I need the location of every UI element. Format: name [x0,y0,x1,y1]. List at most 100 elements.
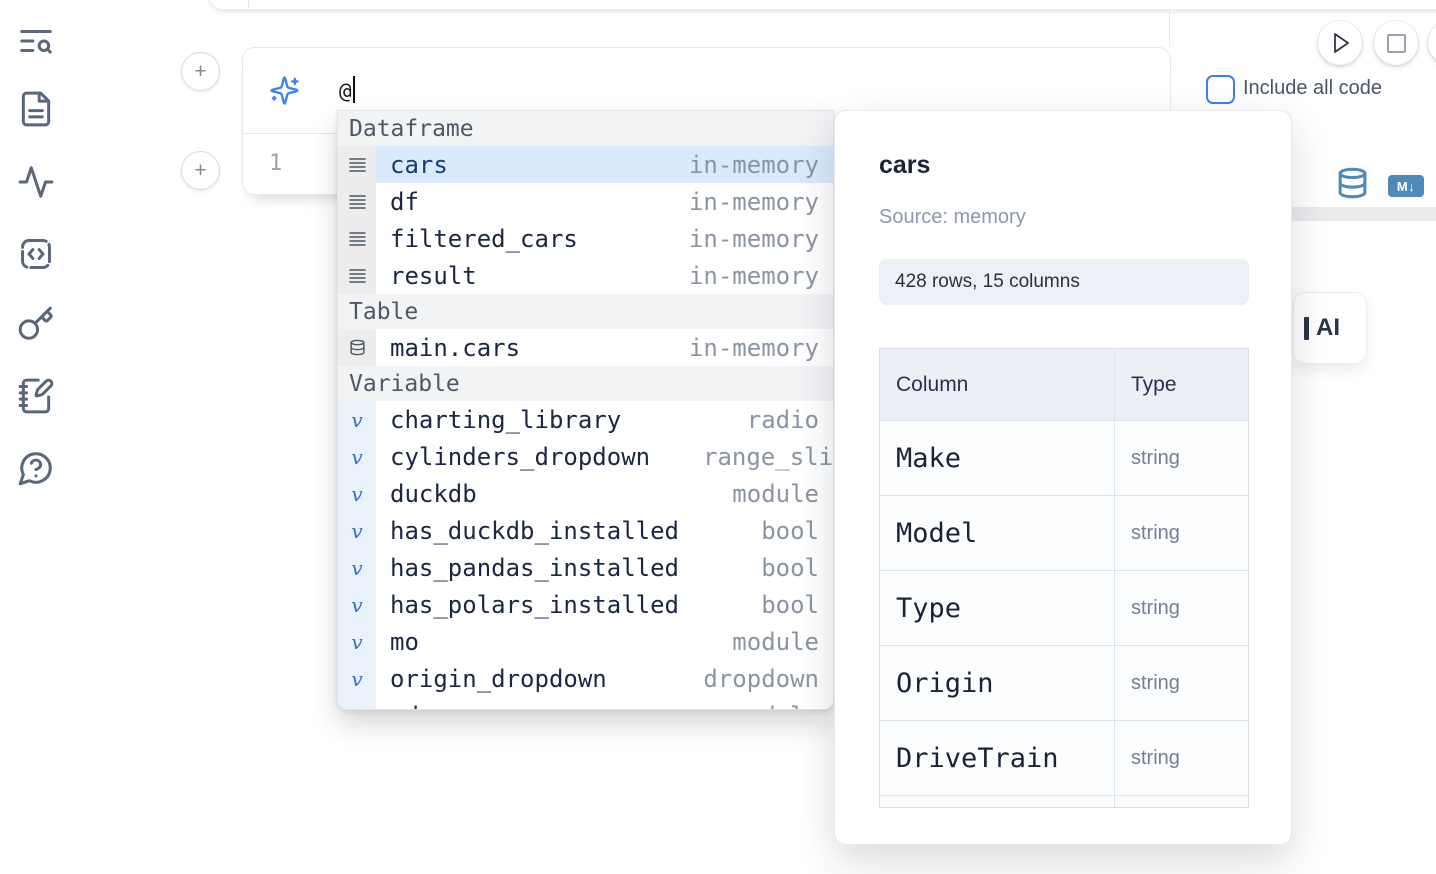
previous-cell-divider [248,0,249,8]
section-header-table: Table [338,294,833,329]
variable-icon: v [338,697,376,709]
autocomplete-item-has-pandas-installed[interactable]: v has_pandas_installed bool [338,549,833,586]
add-cell-above-button[interactable]: + [181,52,220,91]
dataframe-icon [338,257,376,294]
text-search-icon[interactable] [17,22,55,60]
item-name: result [390,261,477,290]
preview-title: cars [879,151,931,179]
include-all-code-checkbox[interactable] [1206,75,1235,104]
sparkles-icon [269,75,300,106]
autocomplete-item-cars[interactable]: cars in-memory [338,146,833,183]
item-type: dropdown [703,664,819,693]
variable-icon: v [338,401,376,438]
table-row-clipped [880,795,1248,807]
item-type: in-memory [688,150,819,179]
run-cell-button[interactable] [1318,21,1362,65]
autocomplete-item-has-polars-installed[interactable]: v has_polars_installed bool [338,586,833,623]
item-name: has_polars_installed [390,590,679,619]
item-type: radio [746,405,819,434]
column-header: Column [896,372,969,396]
column-name: DriveTrain [896,742,1059,774]
autocomplete-item-result[interactable]: result in-memory [338,257,833,294]
play-icon [1334,33,1349,53]
database-icon[interactable] [1336,165,1369,201]
autocomplete-item-filtered-cars[interactable]: filtered_cars in-memory [338,220,833,257]
item-name: has_pandas_installed [390,553,679,582]
item-type: module [732,702,833,710]
column-type: string [1131,521,1180,544]
help-chat-icon[interactable] [17,449,55,487]
ai-prompt-input[interactable]: @ [339,76,355,103]
preview-source: Source: memory [879,206,1026,228]
add-cell-below-button[interactable]: + [181,151,220,190]
more-actions-button[interactable] [1428,21,1436,65]
item-type: range_slider [703,442,833,471]
autocomplete-popup: Dataframe cars in-memory df in-memory fi… [337,110,834,710]
column-name: Origin [896,667,994,699]
notebook-pen-icon[interactable] [17,377,55,415]
item-name: has_duckdb_installed [390,516,679,545]
item-name: df [390,187,419,216]
item-name: origin_dropdown [390,664,607,693]
activity-icon[interactable] [17,163,55,201]
dataframe-icon [338,183,376,220]
table-database-icon [338,329,376,366]
item-name: mo [390,627,419,656]
variable-icon: v [338,660,376,697]
variable-icon: v [338,475,376,512]
autocomplete-item-mo[interactable]: v mo module [338,623,833,660]
autocomplete-item-clipped[interactable]: v pd module [338,697,833,710]
item-type: bool [761,590,819,619]
cell-footer-band [1292,207,1436,221]
variable-icon: v [338,549,376,586]
item-type: module [732,627,819,656]
key-icon[interactable] [17,305,55,343]
column-name: Type [896,592,962,624]
line-number: 1 [269,151,283,176]
item-type: bool [761,516,819,545]
table-header-row: Column Type [880,349,1248,420]
section-header-dataframe: Dataframe [338,111,833,146]
item-name: main.cars [390,333,521,362]
column-type: string [1131,446,1180,469]
autocomplete-item-main-cars[interactable]: main.cars in-memory [338,329,833,366]
code-snippet-icon[interactable] [17,235,55,273]
clipped-glyph [1304,316,1309,340]
table-row: Model string [880,495,1248,570]
preview-schema-table: Column Type Make string Model string Typ… [879,348,1249,808]
stop-icon [1386,33,1406,53]
item-name: duckdb [390,479,477,508]
dataframe-preview-popup: cars Source: memory 428 rows, 15 columns… [834,110,1292,845]
item-type: bool [761,553,819,582]
markdown-icon[interactable]: M↓ [1388,175,1424,197]
autocomplete-item-df[interactable]: df in-memory [338,183,833,220]
autocomplete-item-charting-library[interactable]: v charting_library radio [338,401,833,438]
document-icon[interactable] [17,90,55,128]
include-all-code-label: Include all code [1243,77,1382,99]
ai-action-button[interactable]: AI [1293,292,1367,364]
item-name: cylinders_dropdown [390,442,651,471]
autocomplete-item-duckdb[interactable]: v duckdb module [338,475,833,512]
dataframe-icon [338,220,376,257]
variable-icon: v [338,438,376,475]
column-type: string [1131,746,1180,769]
table-row: Type string [880,570,1248,645]
type-header: Type [1114,349,1248,420]
column-type: string [1131,671,1180,694]
column-name: Model [896,517,978,549]
variable-icon: v [338,623,376,660]
stop-cell-button[interactable] [1374,21,1418,65]
ai-button-label: AI [1316,314,1340,341]
item-type: in-memory [688,333,819,362]
section-header-variable: Variable [338,366,833,401]
autocomplete-item-has-duckdb-installed[interactable]: v has_duckdb_installed bool [338,512,833,549]
item-name: pd [390,702,419,710]
previous-cell-edge [208,0,1436,10]
preview-shape-badge: 428 rows, 15 columns [879,259,1249,305]
variable-icon: v [338,512,376,549]
autocomplete-item-origin-dropdown[interactable]: v origin_dropdown dropdown [338,660,833,697]
item-type: in-memory [688,224,819,253]
variable-icon: v [338,586,376,623]
autocomplete-item-cylinders-dropdown[interactable]: v cylinders_dropdown range_slider [338,438,833,475]
